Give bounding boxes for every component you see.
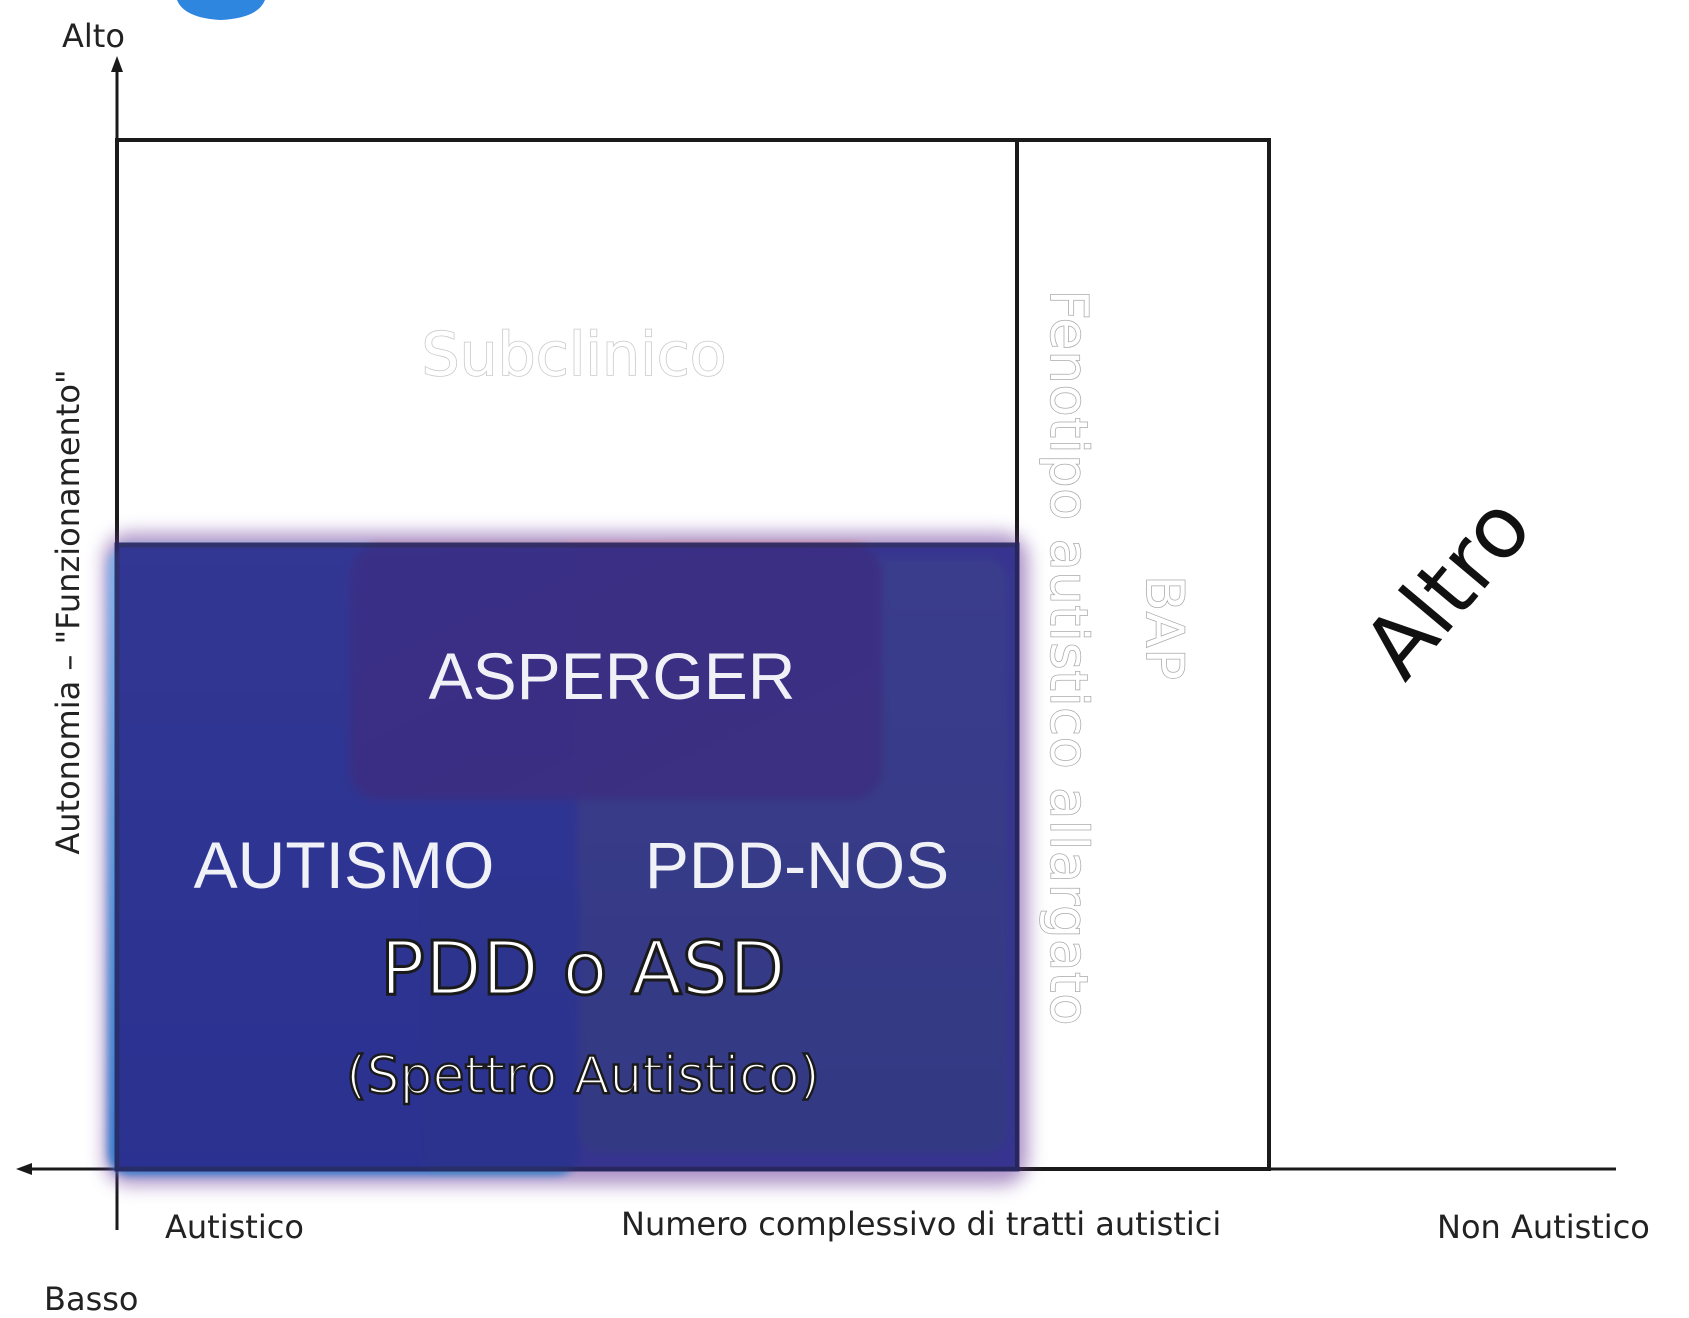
x-axis-left-label: Autistico: [165, 1208, 304, 1246]
pdd-asd-label: PDD o ASD: [380, 926, 785, 1012]
altro-label: Altro: [1344, 478, 1551, 697]
pdd-nos-label: PDD-NOS: [645, 828, 949, 902]
autismo-label: AUTISMO: [194, 828, 495, 902]
x-axis-arrow-icon: [16, 1163, 32, 1175]
spectrum-border: [114, 542, 1020, 1172]
y-axis-bottom-label: Basso: [44, 1280, 138, 1318]
subclinico-label: Subclinico: [422, 320, 727, 390]
y-axis-top-label: Alto: [62, 17, 125, 55]
y-axis-title: Autonomia – "Funzionamento": [49, 369, 87, 854]
logo-icon: [177, 0, 265, 20]
x-axis-title: Numero complessivo di tratti autistici: [621, 1205, 1221, 1243]
y-axis-arrow-icon: [111, 56, 123, 72]
x-axis-right-label: Non Autistico: [1437, 1208, 1650, 1246]
bap-label: BAP: [1134, 575, 1194, 681]
asperger-label: ASPERGER: [429, 639, 796, 713]
spectrum-label: (Spettro Autistico): [346, 1046, 820, 1106]
fenotipo-label: Fenotipo autistico allargato: [1038, 290, 1098, 1027]
